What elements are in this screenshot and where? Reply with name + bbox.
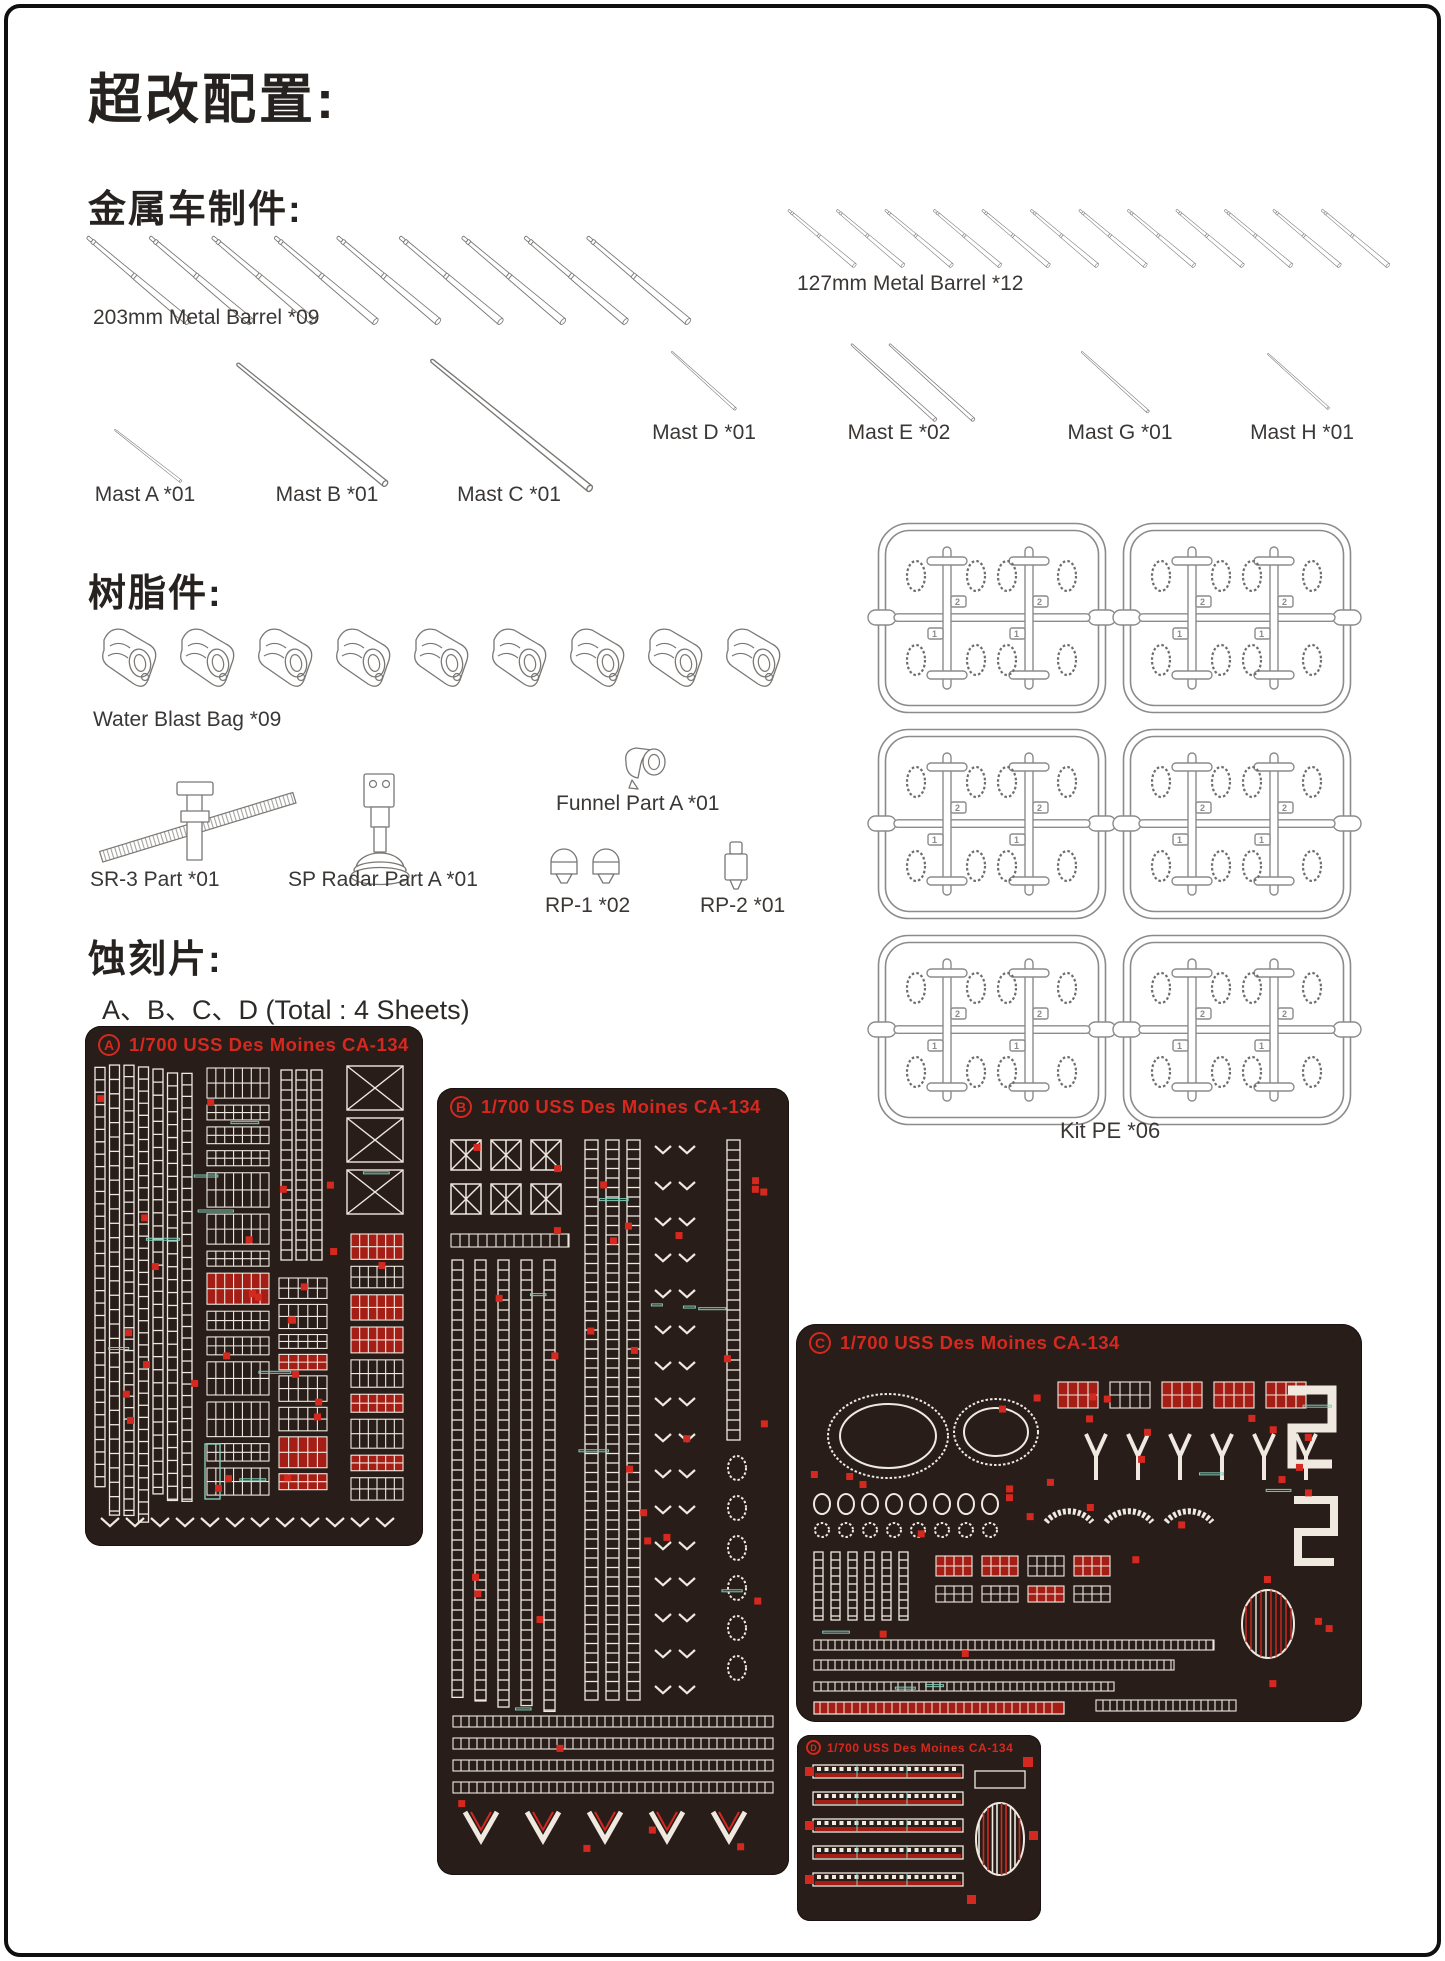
resin-section-heading: 树脂件: — [88, 573, 223, 615]
sheet-d-badge: D — [806, 1740, 821, 1755]
mast-a-label: Mast A *01 — [94, 483, 196, 506]
sheet-a-badge: A — [98, 1034, 120, 1056]
pe-sheet-a: A 1/700 USS Des Moines CA-134 — [85, 1026, 423, 1546]
sp-radar-label: SP Radar Part A *01 — [288, 868, 478, 891]
sheet-b-badge: B — [450, 1096, 472, 1118]
pe-sheet-c: C 1/700 USS Des Moines CA-134 — [796, 1324, 1362, 1722]
pe-sheet-d-parts — [805, 1757, 1038, 1904]
pe-sheet-c-parts — [810, 1381, 1338, 1715]
sheet-a-title: 1/700 USS Des Moines CA-134 — [129, 1034, 409, 1055]
etch-section-subtitle: A、B、C、D (Total : 4 Sheets) — [102, 995, 470, 1025]
masts-drawing — [80, 340, 1410, 500]
barrel-203-label: 203mm Metal Barrel *09 — [93, 306, 320, 329]
mast-d-label: Mast D *01 — [652, 421, 756, 444]
barrel-203-drawing — [84, 232, 746, 352]
pe-sheet-c-header: C 1/700 USS Des Moines CA-134 — [809, 1332, 1120, 1354]
pe-sheet-d-header: D 1/700 USS Des Moines CA-134 — [806, 1740, 1013, 1755]
rp2-label: RP-2 *01 — [700, 894, 786, 917]
sheet-c-badge: C — [809, 1332, 831, 1354]
sheet-b-title: 1/700 USS Des Moines CA-134 — [481, 1096, 761, 1117]
kit-pe-frames — [866, 521, 1363, 1127]
mast-h-label: Mast H *01 — [1250, 421, 1354, 444]
mast-b-label: Mast B *01 — [275, 483, 379, 506]
pe-sheet-b-header: B 1/700 USS Des Moines CA-134 — [450, 1096, 761, 1118]
funnel-part-drawing — [612, 738, 682, 800]
page-title: 超改配置: — [88, 70, 337, 130]
sr3-part-drawing — [95, 778, 325, 873]
rp1-drawing — [545, 842, 655, 898]
barrel-127-label: 127mm Metal Barrel *12 — [797, 272, 1024, 295]
rp2-drawing — [718, 838, 762, 898]
pe-sheet-b: B 1/700 USS Des Moines CA-134 — [437, 1088, 789, 1875]
water-blast-bag-drawing — [96, 622, 856, 702]
funnel-part-label: Funnel Part A *01 — [556, 792, 720, 815]
sheet-d-title: 1/700 USS Des Moines CA-134 — [827, 1740, 1014, 1755]
pe-sheet-a-header: A 1/700 USS Des Moines CA-134 — [98, 1034, 409, 1056]
mast-e-label: Mast E *02 — [847, 421, 951, 444]
metal-section-heading: 金属车制件: — [88, 189, 303, 231]
pe-sheet-b-parts — [450, 1139, 774, 1852]
water-blast-bag-label: Water Blast Bag *09 — [93, 708, 282, 731]
sheet-c-title: 1/700 USS Des Moines CA-134 — [840, 1332, 1120, 1353]
etch-section-heading: 蚀刻片: — [88, 939, 223, 981]
rp1-label: RP-1 *02 — [545, 894, 631, 917]
sp-radar-drawing — [340, 770, 430, 895]
mast-c-label: Mast C *01 — [457, 483, 561, 506]
pe-sheet-a-parts — [94, 1064, 404, 1528]
mast-g-label: Mast G *01 — [1067, 421, 1173, 444]
kit-pe-label: Kit PE *06 — [1060, 1118, 1161, 1143]
sr3-part-label: SR-3 Part *01 — [90, 868, 220, 891]
pe-sheet-d: D 1/700 USS Des Moines CA-134 — [797, 1735, 1041, 1921]
